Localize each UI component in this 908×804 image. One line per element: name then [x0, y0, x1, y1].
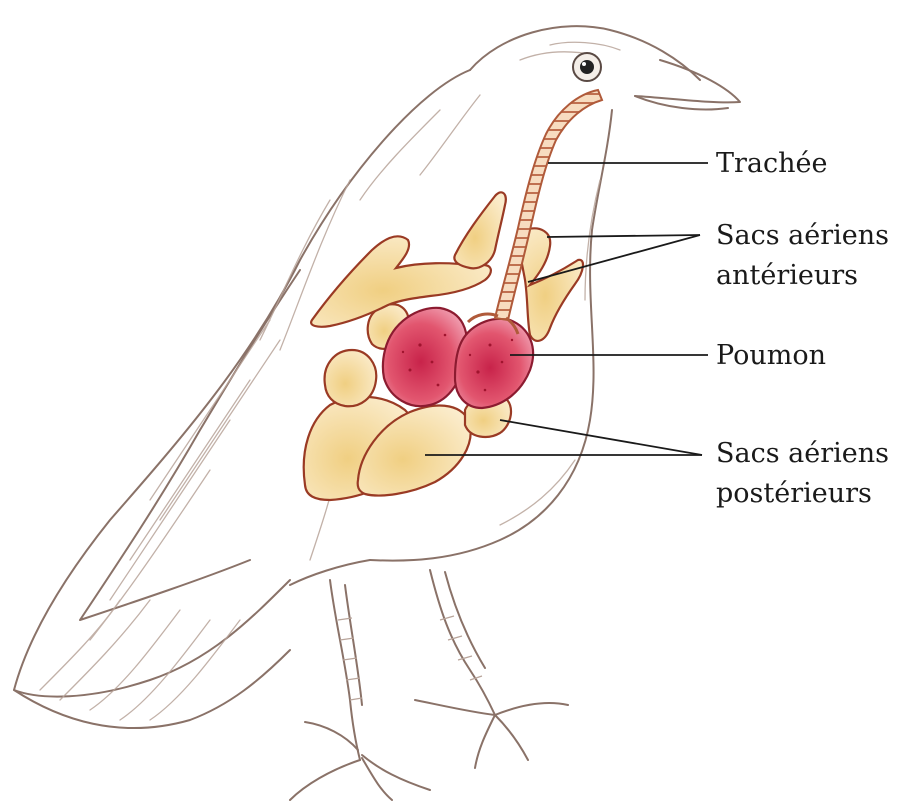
left-leg: [330, 580, 360, 760]
bird-wing-outline: [80, 270, 300, 620]
leader-anterior-upper: [547, 235, 700, 237]
label-lung: Poumon: [716, 340, 826, 371]
posterior-air-sacs: [304, 396, 511, 500]
label-anterior-air-sacs-line2: antérieurs: [716, 260, 858, 291]
bird-beak-upper: [635, 60, 740, 102]
leader-anterior-lower: [528, 235, 700, 282]
right-leg: [430, 570, 495, 715]
label-trachea: Trachée: [716, 148, 827, 179]
labels: Trachée Sacs aériens antérieurs Poumon S…: [716, 148, 889, 509]
leader-posterior-upper: [500, 420, 702, 455]
bird-legs: [290, 570, 568, 800]
bird-eye: [573, 53, 601, 81]
anterior-air-sac-upper: [454, 192, 505, 268]
label-posterior-air-sacs-line2: postérieurs: [716, 478, 872, 509]
label-anterior-air-sacs-line1: Sacs aériens: [716, 220, 889, 251]
bird-tail-edge: [14, 650, 290, 728]
label-posterior-air-sacs-line1: Sacs aériens: [716, 438, 889, 469]
right-foot: [415, 700, 568, 768]
anterior-air-sac-right: [520, 228, 583, 340]
left-foot: [290, 722, 430, 800]
